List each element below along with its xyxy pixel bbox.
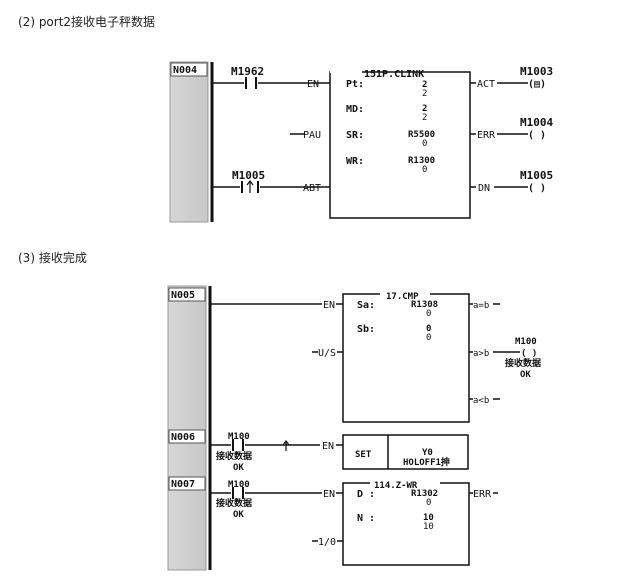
pin-us: U/S	[318, 348, 336, 359]
param-name: Pt:	[346, 79, 364, 90]
param-value: R1302	[411, 489, 438, 499]
param-value: 0	[422, 165, 427, 175]
function-block-zwr[interactable]	[342, 482, 470, 566]
pin-1-0: 1/0	[318, 537, 336, 548]
param-name: WR:	[346, 156, 364, 167]
coil-icon: ( )	[521, 349, 537, 359]
contact-comment: 接收数据	[216, 497, 252, 509]
rung-label-box	[168, 476, 206, 491]
param-value: 0	[426, 309, 431, 319]
pin-pau: PAU	[303, 130, 321, 141]
param-value: 2	[422, 113, 427, 123]
param-value: R1300	[408, 156, 435, 166]
coil-icon: (▤)	[528, 79, 546, 90]
contact-m1005[interactable]: M1005	[232, 169, 265, 182]
rung-n006: N006 M100 接收数据 OK EN SET Y0 HOLOFF1抻	[168, 429, 469, 473]
set-label: SET	[355, 450, 372, 460]
param-name: MD:	[346, 104, 364, 115]
rung-n005: N005 17.CMP EN U/S Sa: R1308 0 Sb: 0 0 a…	[168, 287, 541, 423]
param-value: 0	[422, 139, 427, 149]
pin-a-gt-b: a>b	[473, 349, 489, 359]
function-block-cmp[interactable]	[342, 293, 470, 423]
set-target: Y0	[422, 448, 433, 458]
param-name: D :	[357, 489, 375, 500]
param-name: Sb:	[357, 324, 375, 335]
pin-en: EN	[323, 300, 335, 311]
coil-comment: 接收数据	[505, 357, 541, 369]
block-title: 151P.CLINK	[364, 69, 424, 80]
contact-comment-ok: OK	[233, 463, 244, 473]
function-block-clink[interactable]	[329, 71, 471, 219]
pin-en: EN	[307, 79, 319, 90]
coil-m1004[interactable]: M1004	[520, 116, 553, 129]
coil-m100[interactable]: M100	[515, 337, 537, 347]
pin-en: EN	[323, 489, 335, 500]
rung-number-panel	[167, 285, 207, 571]
rung-label-n007: N007	[171, 479, 195, 490]
param-value: 0	[426, 498, 431, 508]
block-title: 17.CMP	[386, 292, 419, 302]
contact-m100[interactable]: M100	[228, 480, 250, 490]
pin-abt: ABT	[303, 183, 321, 194]
rung-label-n004: N004	[173, 65, 197, 76]
contact-comment-ok: OK	[233, 510, 244, 520]
param-value: 0	[426, 324, 431, 334]
pin-act: ACT	[477, 79, 495, 90]
pin-en: EN	[322, 441, 334, 452]
rung-label-box	[168, 429, 206, 444]
heading-receive-done: (3) 接收完成	[18, 251, 87, 265]
rung-n007: N007 M100 接收数据 OK 114.Z-WR EN 1/0 D : R1…	[168, 476, 498, 566]
pin-err: ERR	[477, 130, 496, 141]
coil-comment-ok: OK	[520, 370, 531, 380]
rung-label-box	[168, 287, 206, 302]
contact-m100[interactable]: M100	[228, 432, 250, 442]
pin-a-eq-b: a=b	[473, 301, 489, 311]
contact-m1962[interactable]: M1962	[231, 65, 264, 78]
param-value: 2	[422, 104, 427, 114]
param-value: 2	[422, 80, 427, 90]
pin-err: ERR	[473, 489, 492, 500]
rung-n004: N004 M1962 M1005 151P.CLINK EN PAU ABT P…	[169, 61, 553, 223]
rung-number-panel	[169, 61, 209, 223]
coil-icon: ( )	[528, 130, 546, 141]
coil-m1003[interactable]: M1003	[520, 65, 553, 78]
rung-label-n006: N006	[171, 432, 195, 443]
param-value: 10	[423, 513, 434, 523]
param-name: N :	[357, 513, 375, 524]
param-name: Sa:	[357, 300, 375, 311]
rung-label-n005: N005	[171, 290, 195, 301]
pin-a-lt-b: a<b	[473, 396, 489, 406]
heading-port2-receive: (2) port2接收电子秤数据	[18, 15, 156, 29]
param-value: R5500	[408, 130, 435, 140]
rung-label-box	[170, 62, 208, 77]
block-title: 114.Z-WR	[374, 481, 418, 491]
param-value: 10	[423, 522, 434, 532]
param-value: 2	[422, 89, 427, 99]
set-instruction[interactable]	[342, 434, 469, 470]
contact-comment: 接收数据	[216, 450, 252, 462]
param-name: SR:	[346, 130, 364, 141]
coil-m1005[interactable]: M1005	[520, 169, 553, 182]
param-value: R1308	[411, 300, 438, 310]
coil-icon: ( )	[528, 183, 546, 194]
param-value: 0	[426, 333, 431, 343]
pin-dn: DN	[478, 183, 490, 194]
set-target-comment: HOLOFF1抻	[403, 456, 450, 468]
